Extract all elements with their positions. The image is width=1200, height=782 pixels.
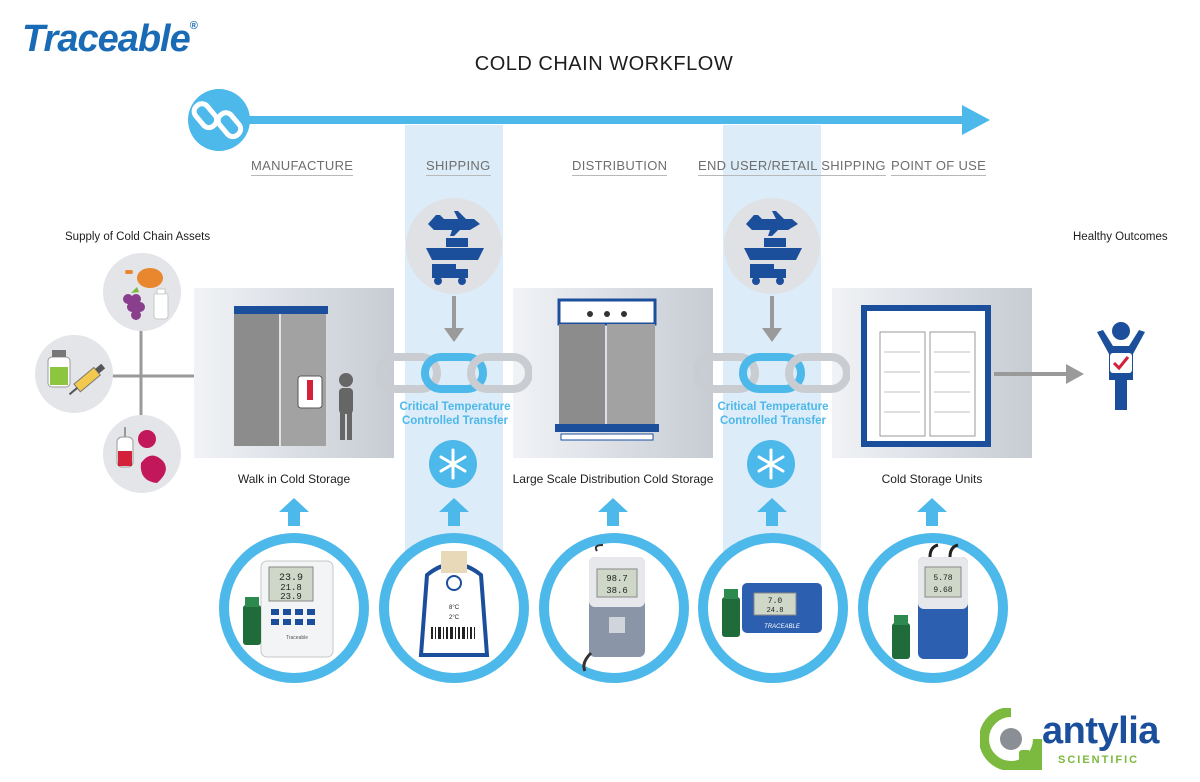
food-icon [123,268,169,320]
plane-ship-truck-icon [744,211,802,285]
registered-mark: ® [189,20,198,32]
stage-end-user-retail-shipping: END USER/RETAIL SHIPPING [698,158,886,176]
dual-probe-logger-icon: 5.78 9.68 [892,543,968,659]
vial-syringe-icon [47,350,106,396]
page-title: COLD CHAIN WORKFLOW [474,53,734,75]
transfer-line-2: Controlled Transfer [401,415,509,427]
stage-manufacture: MANUFACTURE [251,158,354,176]
reading-1: 5.78 [933,574,952,583]
retail-down-arrow [762,296,782,342]
wifi-logger-icon: 7.0 24.8 TRACEABLE [722,583,822,637]
walk-in-cold-storage-panel [194,288,394,458]
retail-chain-icon [694,353,850,393]
stage-point-of-use: POINT OF USE [891,158,987,176]
reading-1: 23.9 [279,573,303,584]
traceable-logo-text: Traceable [22,18,191,60]
up-arrow-3 [598,498,628,526]
thermometer-device-icon: 23.9 21.8 23.9 Traceable [243,560,334,658]
cold-storage-units-panel [832,288,1032,458]
device-brand: Traceable [286,635,308,641]
transfer-line-2: Controlled Transfer [719,415,827,427]
distribution-cold-storage-caption: Large Scale Distribution Cold Storage [512,472,714,486]
reading-3: 23.9 [280,592,302,602]
reading-2: 38.6 [606,586,628,596]
distribution-cold-storage-panel [513,288,713,458]
shipping-logger-icon: 8°C 2°C [418,551,490,657]
blood-organs-icon [116,427,166,483]
up-arrow-2 [439,498,469,526]
reading-2: 24.8 [767,607,784,615]
walk-in-cold-storage-caption: Walk in Cold Storage [237,472,351,486]
shipping-down-arrow [444,296,464,342]
device-brand: TRACEABLE [764,624,801,630]
reach-in-freezer-icon [555,298,659,441]
supply-label: Supply of Cold Chain Assets [65,231,211,243]
data-logger-icon: 98.7 38.6 [582,544,645,672]
healthy-person-icon [1097,322,1145,410]
up-arrow-4 [757,498,787,526]
antylia-logo: antylia SCIENTIFIC [980,708,1190,772]
antylia-sub: SCIENTIFIC [1058,754,1140,766]
device-dual-probe-logger: 5.78 9.68 [858,533,1008,683]
shipping-snowflake-icon [429,440,477,488]
retail-transfer-label: Critical Temperature Controlled Transfer [698,400,848,428]
reading-2: 21.8 [280,583,302,593]
shipping-chain-icon [376,353,532,393]
plane-ship-truck-icon [426,211,484,285]
device-data-logger: 98.7 38.6 [539,533,689,683]
reading-1: 8°C [449,605,460,611]
reading-1: 7.0 [768,597,783,606]
workflow-arrow [188,89,990,151]
retail-snowflake-icon [747,440,795,488]
up-arrow-5 [917,498,947,526]
cold-storage-units-caption: Cold Storage Units [881,472,983,486]
chain-link-icon [191,101,244,140]
biologics-assets-circle [103,415,181,493]
stage-distribution: DISTRIBUTION [572,158,668,176]
antylia-name: antylia [1042,710,1159,752]
device-wifi-logger: 7.0 24.8 TRACEABLE [698,533,848,683]
food-assets-circle [103,253,181,331]
stage-shipping: SHIPPING [426,158,491,176]
device-shipping-logger: 8°C 2°C [379,533,529,683]
transfer-line-1: Critical Temperature [717,401,829,413]
pharma-assets-circle [35,335,113,413]
reading-1: 98.7 [606,574,628,584]
reading-2: 9.68 [933,586,952,595]
device-dual-probe-thermometer: 23.9 21.8 23.9 Traceable [219,533,369,683]
transfer-line-1: Critical Temperature [399,401,511,413]
shipping-transfer-label: Critical Temperature Controlled Transfer [380,400,530,428]
reading-2: 2°C [449,615,460,621]
traceable-logo: Traceable® [22,18,198,61]
shipping-transport-circle [406,198,502,294]
to-outcome-arrow [994,364,1084,384]
outcome-label: Healthy Outcomes [1073,231,1168,243]
antylia-mark-icon [980,708,1042,770]
refrigerator-icon [861,305,991,447]
up-arrow-1 [279,498,309,526]
walk-in-freezer-icon [234,306,353,446]
retail-transport-circle [724,198,820,294]
